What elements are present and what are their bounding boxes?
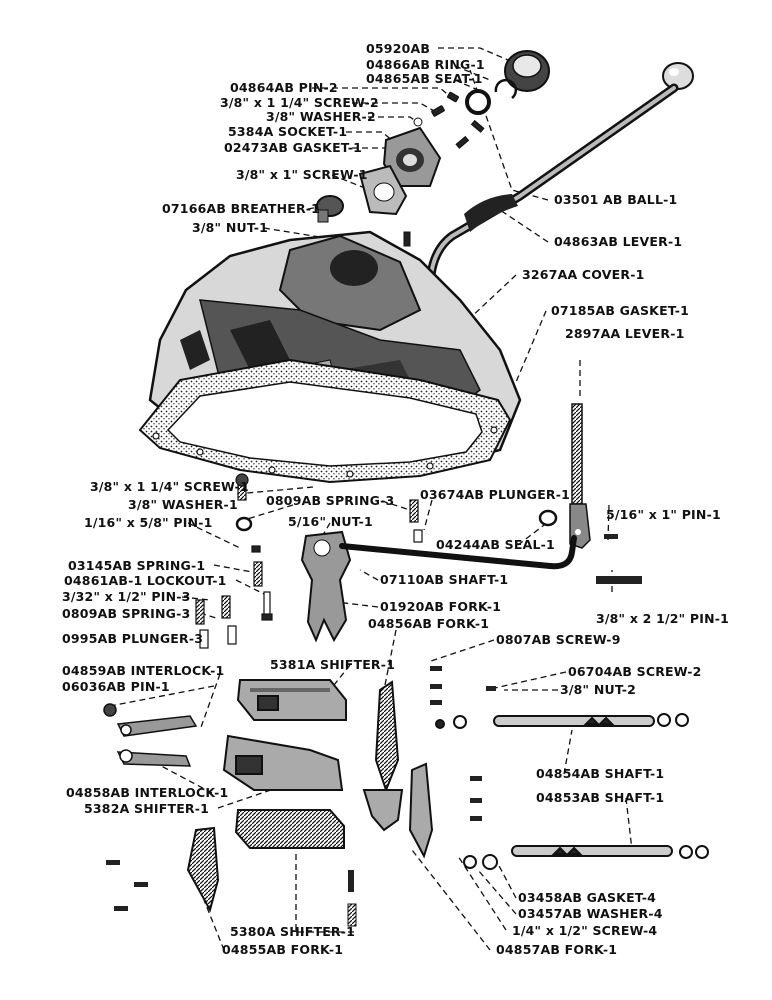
label-nut-1b: 5/16" NUT-1 [288, 514, 373, 529]
shift-lever-drawing [425, 83, 679, 295]
label-04866-ring: 04866AB RING-1 [366, 57, 485, 72]
label-04855-fork: 04855AB FORK-1 [222, 942, 344, 957]
label-pin-1c: 3/8" x 2 1/2" PIN-1 [596, 611, 730, 626]
label-07110-shaft: 07110AB SHAFT-1 [380, 572, 509, 587]
label-washer-1: 3/8" WASHER-1 [128, 497, 238, 512]
label-03674-plunger: 03674AB PLUNGER-1 [420, 487, 571, 502]
label-0807-screw: 0807AB SCREW-9 [496, 632, 621, 647]
label-04861-lockout: 04861AB-1 LOCKOUT-1 [64, 573, 227, 588]
label-06704-screw: 06704AB SCREW-2 [568, 664, 702, 679]
label-03501-ball: 03501 AB BALL-1 [554, 192, 678, 207]
lower-fork-drawings [186, 680, 434, 913]
label-0809-spring-3b: 0809AB SPRING-3 [62, 606, 191, 621]
label-03457-washer: 03457AB WASHER-4 [518, 906, 663, 921]
lever-2897-drawing [569, 403, 591, 549]
label-0809-spring-3a: 0809AB SPRING-3 [266, 493, 395, 508]
label-02473-gasket: 02473AB GASKET-1 [224, 140, 362, 155]
label-nut-2: 3/8" NUT-2 [560, 682, 637, 697]
label-04863-lever: 04863AB LEVER-1 [554, 234, 683, 249]
label-5380-shifter: 5380A SHIFTER-1 [230, 924, 356, 939]
leader-lines [109, 47, 633, 951]
label-04854-shaft: 04854AB SHAFT-1 [536, 766, 665, 781]
interlock-drawings [103, 703, 198, 767]
shift-knob-group [465, 50, 694, 115]
label-04244-seal: 04244AB SEAL-1 [436, 537, 555, 552]
label-5381-shifter: 5381A SHIFTER-1 [270, 657, 396, 672]
label-5382-shifter: 5382A SHIFTER-1 [84, 801, 210, 816]
label-06036-pin: 06036AB PIN-1 [62, 679, 170, 694]
label-pin-1a: 1/16" x 5/8" PIN-1 [84, 515, 213, 530]
label-screw-1a: 3/8" x 1" SCREW-1 [236, 167, 368, 182]
label-03145-spring: 03145AB SPRING-1 [68, 558, 206, 573]
shifter-drawings [222, 679, 347, 849]
label-04864-pin: 04864AB PIN-2 [230, 80, 338, 95]
shaft-drawings [435, 713, 709, 870]
label-04856-fork: 04856AB FORK-1 [368, 616, 490, 631]
label-5384-socket: 5384A SOCKET-1 [228, 124, 348, 139]
label-pin-1b: 5/16" x 1" PIN-1 [606, 507, 721, 522]
label-nut-1a: 3/8" NUT-1 [192, 220, 269, 235]
label-07166-breather: 07166AB BREATHER-1 [162, 201, 321, 216]
label-01920-fork: 01920AB FORK-1 [380, 599, 502, 614]
cover-housing [138, 230, 522, 484]
label-screw-2: 3/8" x 1 1/4" SCREW-2 [220, 95, 379, 110]
label-04859-interlock: 04859AB INTERLOCK-1 [62, 663, 225, 678]
label-screw-1b: 3/8" x 1 1/4" SCREW-1 [90, 479, 249, 494]
fork-01920-drawing [300, 530, 642, 643]
label-pin-3: 3/32" x 1/2" PIN-3 [62, 589, 191, 604]
small-screws [106, 666, 496, 927]
left-hardware [195, 473, 558, 649]
label-0995-plunger: 0995AB PLUNGER-3 [62, 631, 204, 646]
label-3267-cover: 3267AA COVER-1 [522, 267, 645, 282]
breather-drawing [316, 195, 344, 223]
socket-drawing [358, 126, 442, 216]
label-04857-fork: 04857AB FORK-1 [496, 942, 618, 957]
label-07185-gasket: 07185AB GASKET-1 [551, 303, 689, 318]
label-04858-interlock: 04858AB INTERLOCK-1 [66, 785, 229, 800]
label-2897-lever: 2897AA LEVER-1 [565, 326, 685, 341]
label-04853-shaft: 04853AB SHAFT-1 [536, 790, 665, 805]
label-04865-seat: 04865AB SEAT-1 [366, 71, 483, 86]
label-washer-2: 3/8" WASHER-2 [266, 109, 376, 124]
label-screw-4: 1/4" x 1/2" SCREW-4 [512, 923, 658, 938]
label-03458-gasket: 03458AB GASKET-4 [518, 890, 656, 905]
label-05920: 05920AB [366, 41, 431, 56]
